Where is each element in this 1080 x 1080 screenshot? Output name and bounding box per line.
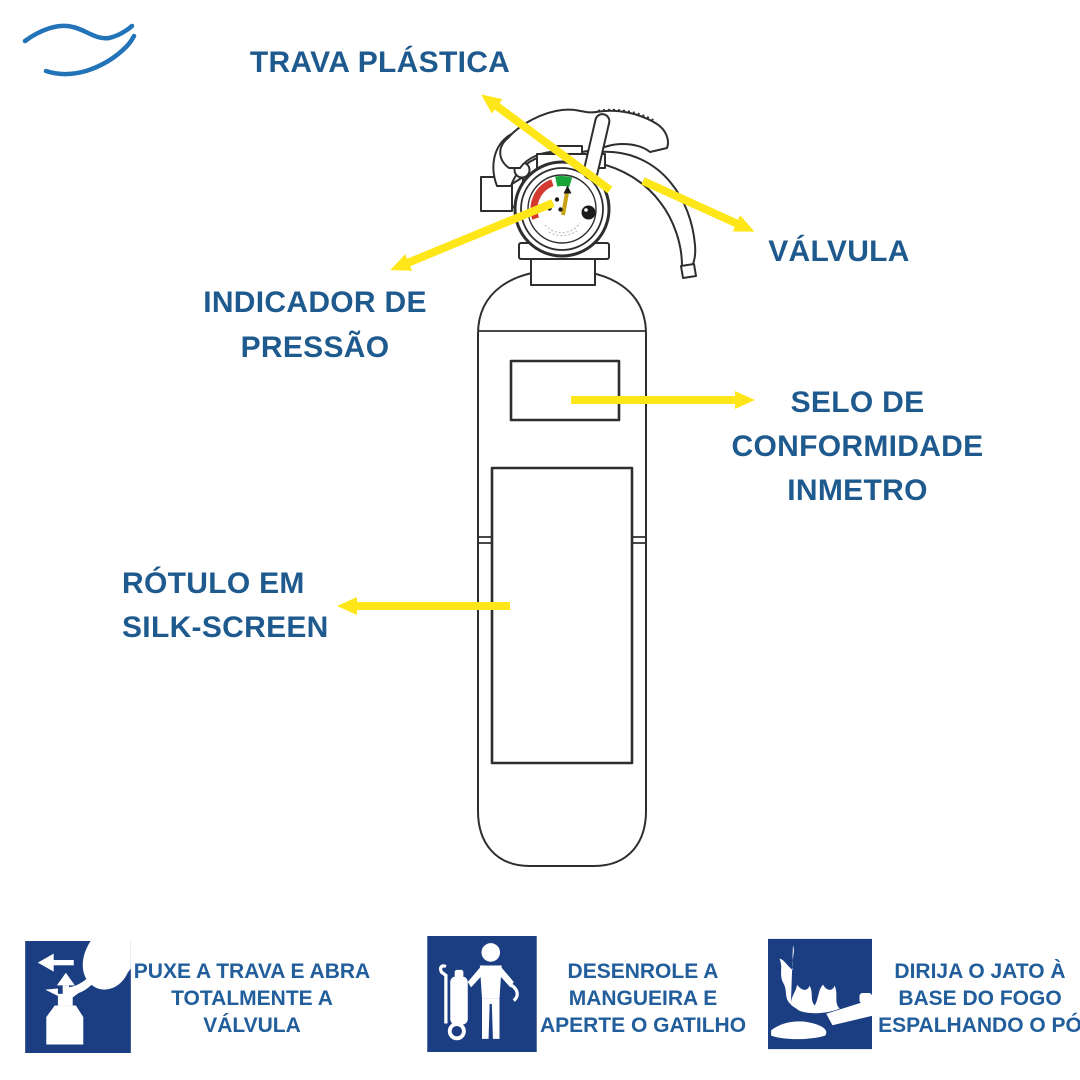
silkscreen-label-area	[490, 466, 634, 765]
pressure-gauge	[513, 160, 611, 258]
fire-base-spray-icon	[768, 938, 872, 1050]
callout-line: VÁLVULA	[768, 235, 910, 268]
instruction-line: DIRIJA O JATO À	[894, 960, 1066, 983]
instruction-line: APERTE O GATILHO	[539, 1014, 747, 1037]
instruction-step-3: DIRIJA O JATO À BASE DO FOGO ESPALHANDO …	[858, 958, 1080, 1039]
wave-logo-icon	[22, 23, 137, 77]
instruction-step-1: PUXE A TRAVA E ABRA TOTALMENTE A VÁLVULA	[132, 958, 372, 1039]
arrow-to-trava	[481, 94, 613, 194]
callout-selo-inmetro: SELO DE CONFORMIDADE INMETRO	[700, 381, 1015, 513]
instruction-line: ESPALHANDO O PÓ	[878, 1014, 1080, 1037]
inmetro-seal-area	[509, 359, 621, 422]
callout-line: INMETRO	[787, 474, 928, 507]
callout-line: PRESSÃO	[240, 331, 390, 364]
arrow-to-indicador	[390, 199, 555, 271]
instruction-line: PUXE A TRAVA E ABRA	[133, 960, 371, 983]
callout-line: TRAVA PLÁSTICA	[249, 46, 511, 79]
instruction-line: VÁLVULA	[203, 1014, 301, 1037]
instruction-line: MANGUEIRA E	[568, 987, 718, 1010]
arrow-to-valvula	[641, 177, 755, 232]
squeeze-lever	[596, 150, 697, 269]
callout-arrows	[337, 94, 755, 615]
callout-line: INDICADOR DE	[203, 286, 427, 319]
instruction-line: TOTALMENTE A	[171, 987, 333, 1010]
callout-line: CONFORMIDADE	[731, 430, 984, 463]
callout-valvula: VÁLVULA	[714, 236, 964, 268]
callout-line: SELO DE	[790, 386, 925, 419]
instruction-line: DESENROLE A	[567, 960, 719, 983]
instruction-step-2: DESENROLE A MANGUEIRA E APERTE O GATILHO	[523, 958, 763, 1039]
person-wheeled-extinguisher-icon	[427, 936, 537, 1052]
callout-line: SILK-SCREEN	[122, 611, 329, 644]
callout-indicador-de-pressao: INDICADOR DE PRESSÃO	[150, 280, 480, 370]
callout-trava-plastica: TRAVA PLÁSTICA	[200, 47, 560, 79]
cylinder-body	[477, 269, 647, 867]
callout-rotulo-silkscreen: RÓTULO EM SILK-SCREEN	[122, 562, 402, 650]
callout-line: RÓTULO EM	[122, 567, 305, 600]
brand-logo	[22, 18, 140, 80]
instruction-line: BASE DO FOGO	[898, 987, 1062, 1010]
pull-pin-icon	[25, 941, 131, 1053]
